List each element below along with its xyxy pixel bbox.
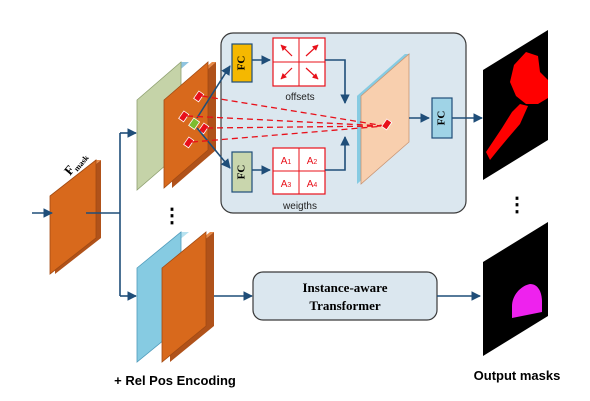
mask-bottom-magenta-region (512, 284, 542, 318)
sampling-points (178, 90, 210, 149)
output-mask-bottom (483, 222, 548, 356)
fc-output-label: FC (436, 111, 448, 126)
fc-weights-box: FC (231, 151, 253, 193)
weight-cell-a2: A2 (307, 156, 318, 167)
bottom-orange-feature-map (161, 231, 214, 363)
weight-cell-a4: A4 (307, 179, 318, 190)
rel-pos-encoding-label: + Rel Pos Encoding (114, 373, 236, 388)
transformer-label-line2: Transformer (309, 298, 380, 313)
fc-offsets-box: FC (231, 43, 253, 83)
transformer-label-line1: Instance-aware (303, 280, 388, 295)
input-feature-map (49, 159, 101, 275)
query-to-fc-offsets-arrow (196, 65, 231, 119)
query-point (188, 117, 201, 130)
offsets-label: offsets (285, 92, 314, 103)
offset-arrow-sw (280, 67, 293, 80)
weight-cell-a3: A3 (281, 179, 292, 190)
aggregated-feature-map (357, 53, 410, 185)
weights-label: weigths (282, 201, 317, 212)
weights-grid (272, 147, 326, 195)
offset-arrow-ne (305, 44, 319, 57)
offsets-grid (272, 37, 326, 87)
aggregated-point (381, 118, 393, 131)
mask-top-red-region (486, 52, 548, 160)
top-orange-feature-map (163, 61, 216, 189)
weight-cell-a1: A1 (281, 156, 292, 167)
output-masks-label: Output masks (474, 368, 561, 383)
sampling-lines (186, 95, 386, 143)
query-to-fc-weights-arrow (196, 127, 231, 169)
fc-output-box: FC (431, 97, 453, 139)
output-ellipsis: ⋮ (507, 194, 527, 216)
fc-offsets-label: FC (236, 56, 248, 71)
offset-arrow-se (305, 67, 319, 80)
weights-to-aggregate-arrow (325, 136, 350, 171)
offset-arrow-nw (280, 44, 293, 57)
offsets-to-aggregate-arrow (325, 59, 350, 104)
middle-ellipsis: ⋮ (162, 205, 182, 227)
fc-weights-label: FC (236, 165, 248, 180)
output-mask-top (483, 30, 548, 180)
